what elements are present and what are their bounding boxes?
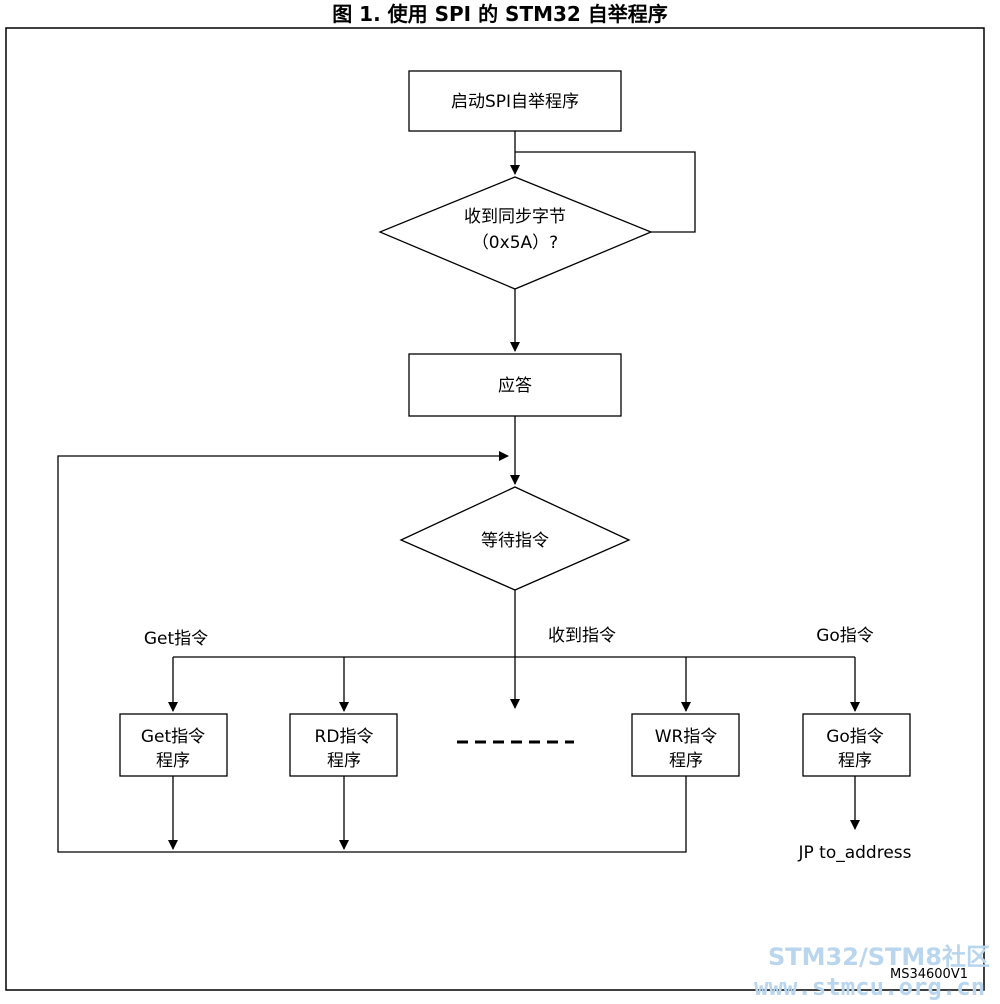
sync-label-line1: 收到同步字节: [464, 207, 566, 227]
watermark-line2: www.stmcu.org.cn: [754, 973, 985, 1001]
sync-loop-line: [515, 151, 696, 233]
get-box-line1: Get指令: [141, 727, 205, 747]
jump-label: JP to_address: [797, 843, 911, 863]
figure-title: 图 1. 使用 SPI 的 STM32 自举程序: [332, 2, 668, 26]
start-box: [408, 70, 622, 132]
ack-label: 应答: [498, 376, 532, 396]
rd-box-line2: 程序: [327, 751, 361, 771]
rd-box: [289, 713, 398, 777]
start-label: 启动SPI自举程序: [451, 92, 579, 112]
get-box: [119, 713, 228, 777]
return-loop-line: [57, 451, 687, 853]
ack-box: [408, 353, 622, 417]
get-branch-label: Get指令: [144, 629, 208, 649]
get-box-line2: 程序: [156, 751, 190, 771]
sync-label-line2: （0x5A）?: [472, 233, 558, 253]
wait-label: 等待指令: [481, 531, 549, 551]
go-box: [802, 713, 911, 777]
figure-frame: [5, 27, 985, 991]
rd-box-line1: RD指令: [315, 727, 374, 747]
recv-cmd-label: 收到指令: [548, 626, 616, 646]
wr-box-line1: WR指令: [655, 727, 718, 747]
wr-box-line2: 程序: [669, 751, 703, 771]
go-box-line2: 程序: [838, 751, 872, 771]
watermark-line1: STM32/STM8社区: [768, 943, 990, 971]
doc-id: MS34600V1: [890, 967, 968, 982]
go-branch-label: Go指令: [816, 626, 874, 646]
go-box-line1: Go指令: [826, 727, 884, 747]
